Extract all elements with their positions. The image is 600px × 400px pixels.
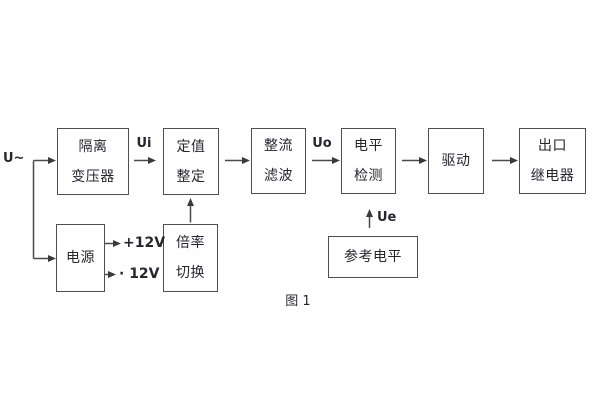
rail-pos12v-label: +12V [123,235,166,251]
block-rectifier-filter: 整流 滤波 [251,128,306,194]
block-ratio-switch: 倍率 切换 [163,224,218,292]
block-reference-level: 参考电平 [328,236,418,278]
signal-uo-label: Uo [312,136,332,151]
figure-caption: 图 1 [285,294,311,309]
signal-ue-label: Ue [377,210,397,225]
rail-neg12v-label: · 12V [119,266,160,282]
block-output-relay-label: 出口 继电器 [530,138,575,184]
signal-ui-label: Ui [136,136,152,151]
block-setpoint-adjust-label: 定值 整定 [176,138,206,185]
block-drive: 驱动 [428,128,484,194]
input-signal-label: U~ [3,151,25,166]
block-setpoint-adjust: 定值 整定 [163,128,219,195]
block-level-detect-label: 电平 检测 [354,138,383,184]
block-drive-label: 驱动 [441,152,471,169]
block-reference-level-label: 参考电平 [344,248,402,265]
block-isolation-transformer-label: 隔离 变压器 [71,138,115,185]
block-power-supply: 电源 [56,224,105,292]
block-output-relay: 出口 继电器 [519,128,586,194]
block-power-supply-label: 电源 [66,249,95,266]
block-level-detect: 电平 检测 [341,128,396,194]
block-rectifier-filter-label: 整流 滤波 [264,138,293,184]
block-isolation-transformer: 隔离 变压器 [57,128,129,195]
block-ratio-switch-label: 倍率 切换 [176,235,205,281]
